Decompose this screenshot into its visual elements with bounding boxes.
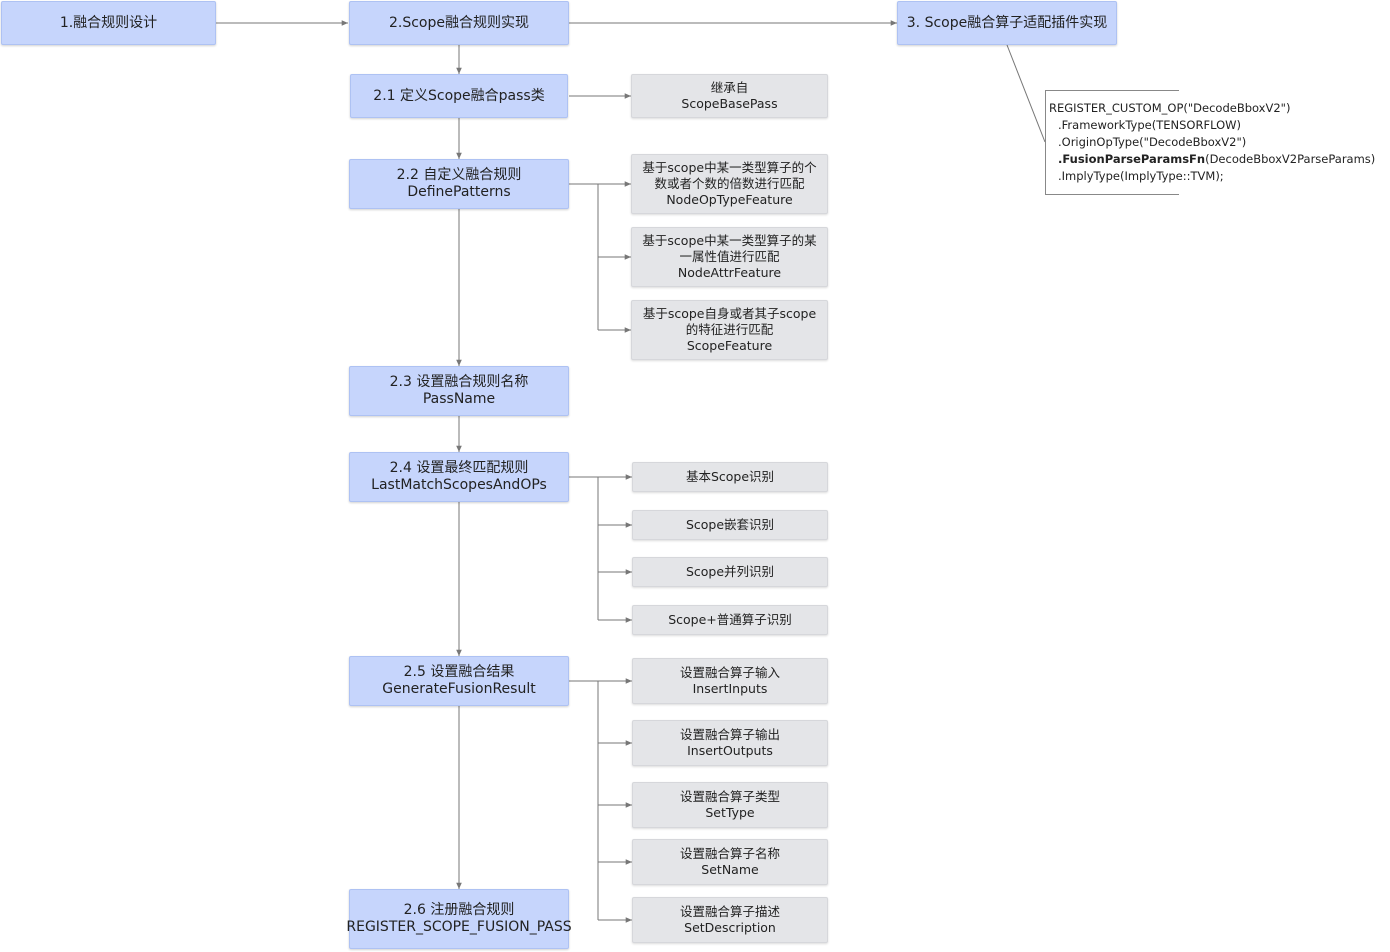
step-2-3-api: PassName (422, 391, 496, 407)
step-3-plugin-impl: 3. Scope融合算子适配插件实现 (897, 1, 1117, 45)
code-line: .FrameworkType(TENSORFLOW) (1058, 118, 1241, 132)
note-text: 基于scope自身或者其子scope (642, 306, 817, 321)
step-1-fusion-rule-design: 1.融合规则设计 (1, 1, 216, 45)
code-line: REGISTER_CUSTOM_OP("DecodeBboxV2") (1049, 101, 1291, 115)
note-parallel-scope: Scope并列识别 (632, 557, 828, 587)
note-scope-plus-op: Scope+普通算子识别 (632, 605, 828, 635)
step-2-4-api: LastMatchScopesAndOPs (371, 477, 547, 493)
step-2-4-title: 2.4 设置最终匹配规则 (389, 460, 529, 476)
step-2-5-fusion-result: 2.5 设置融合结果 GenerateFusionResult (349, 656, 569, 706)
step-2-label: 2.Scope融合规则实现 (388, 14, 529, 31)
step-1-label: 1.融合规则设计 (59, 14, 158, 31)
note-text: NodeAttrFeature (677, 265, 782, 280)
note-text: ScopeBasePass (681, 96, 778, 111)
note-text: NodeOpTypeFeature (666, 192, 793, 207)
step-2-5-api: GenerateFusionResult (382, 681, 536, 697)
code-bracket (1045, 90, 1179, 195)
note-text: Scope并列识别 (685, 564, 775, 579)
step-2-2-api: DefinePatterns (407, 184, 511, 200)
note-text: SetType (705, 805, 755, 820)
step-2-2-define-patterns: 2.2 自定义融合规则 DefinePatterns (349, 159, 569, 209)
note-text: 设置融合算子输入 (679, 665, 780, 680)
code-line: .FusionParseParamsFn(DecodeBboxV2ParsePa… (1049, 151, 1375, 168)
note-text: ScopeFeature (686, 338, 773, 353)
note-basic-scope: 基本Scope识别 (632, 462, 828, 492)
step-2-6-api: REGISTER_SCOPE_FUSION_PASS (346, 919, 572, 935)
step-2-1-define-pass-class: 2.1 定义Scope融合pass类 (350, 74, 568, 118)
note-text: 的特征进行匹配 (685, 322, 774, 337)
note-insert-outputs: 设置融合算子输出 InsertOutputs (632, 720, 828, 766)
note-insert-inputs: 设置融合算子输入 InsertInputs (632, 658, 828, 704)
bracket-s25 (569, 680, 599, 920)
note-text: SetDescription (684, 920, 776, 935)
step-2-3-title: 2.3 设置融合规则名称 (389, 374, 529, 390)
note-inherit-scopebasepass: 继承自 ScopeBasePass (631, 74, 828, 118)
step-3-label: 3. Scope融合算子适配插件实现 (906, 14, 1108, 31)
code-bold-call: .FusionParseParamsFn (1058, 152, 1206, 166)
note-text: 一属性值进行匹配 (679, 249, 780, 264)
step-2-3-pass-name: 2.3 设置融合规则名称 PassName (349, 366, 569, 416)
bracket-s24 (569, 476, 599, 620)
note-text: Scope+普通算子识别 (668, 612, 792, 627)
note-node-optype-feature: 基于scope中某一类型算子的个 数或者个数的倍数进行匹配 NodeOpType… (631, 154, 828, 214)
note-text: InsertOutputs (687, 743, 773, 758)
note-text: Scope嵌套识别 (685, 517, 775, 532)
step-2-1-label: 2.1 定义Scope融合pass类 (373, 87, 545, 104)
step-2-2-title: 2.2 自定义融合规则 (396, 167, 522, 183)
note-text: 基于scope中某一类型算子的个 (642, 160, 817, 175)
note-text: InsertInputs (692, 681, 768, 696)
note-text: 基于scope中某一类型算子的某 (642, 233, 817, 248)
step-2-scope-rule-impl: 2.Scope融合规则实现 (349, 1, 569, 45)
note-set-name: 设置融合算子名称 SetName (632, 839, 828, 885)
register-custom-op-code: REGISTER_CUSTOM_OP("DecodeBboxV2") .Fram… (1049, 100, 1375, 185)
step-2-6-title: 2.6 注册融合规则 (403, 902, 515, 918)
code-line: .OriginOpType("DecodeBboxV2") (1058, 135, 1247, 149)
note-set-type: 设置融合算子类型 SetType (632, 782, 828, 828)
code-line: .ImplyType(ImplyType::TVM); (1058, 169, 1224, 183)
step-2-5-title: 2.5 设置融合结果 (403, 664, 515, 680)
note-set-description: 设置融合算子描述 SetDescription (632, 897, 828, 943)
note-nested-scope: Scope嵌套识别 (632, 510, 828, 540)
note-text: 设置融合算子类型 (679, 789, 780, 804)
step-2-6-register-pass: 2.6 注册融合规则 REGISTER_SCOPE_FUSION_PASS (346, 889, 572, 949)
note-text: 设置融合算子输出 (679, 727, 780, 742)
step-2-4-last-match: 2.4 设置最终匹配规则 LastMatchScopesAndOPs (349, 452, 569, 502)
note-text: SetName (701, 862, 759, 877)
line-s3-to-code (1006, 44, 1046, 143)
note-text: 设置融合算子名称 (679, 846, 780, 861)
note-text: 设置融合算子描述 (679, 904, 780, 919)
note-text: 继承自 (710, 80, 749, 95)
note-text: 基本Scope识别 (685, 469, 775, 484)
code-arg: (DecodeBboxV2ParseParams) (1205, 152, 1376, 166)
note-text: 数或者个数的倍数进行匹配 (654, 176, 805, 191)
bracket-s22 (569, 183, 599, 330)
note-node-attr-feature: 基于scope中某一类型算子的某 一属性值进行匹配 NodeAttrFeatur… (631, 227, 828, 287)
note-scope-feature: 基于scope自身或者其子scope 的特征进行匹配 ScopeFeature (631, 300, 828, 360)
